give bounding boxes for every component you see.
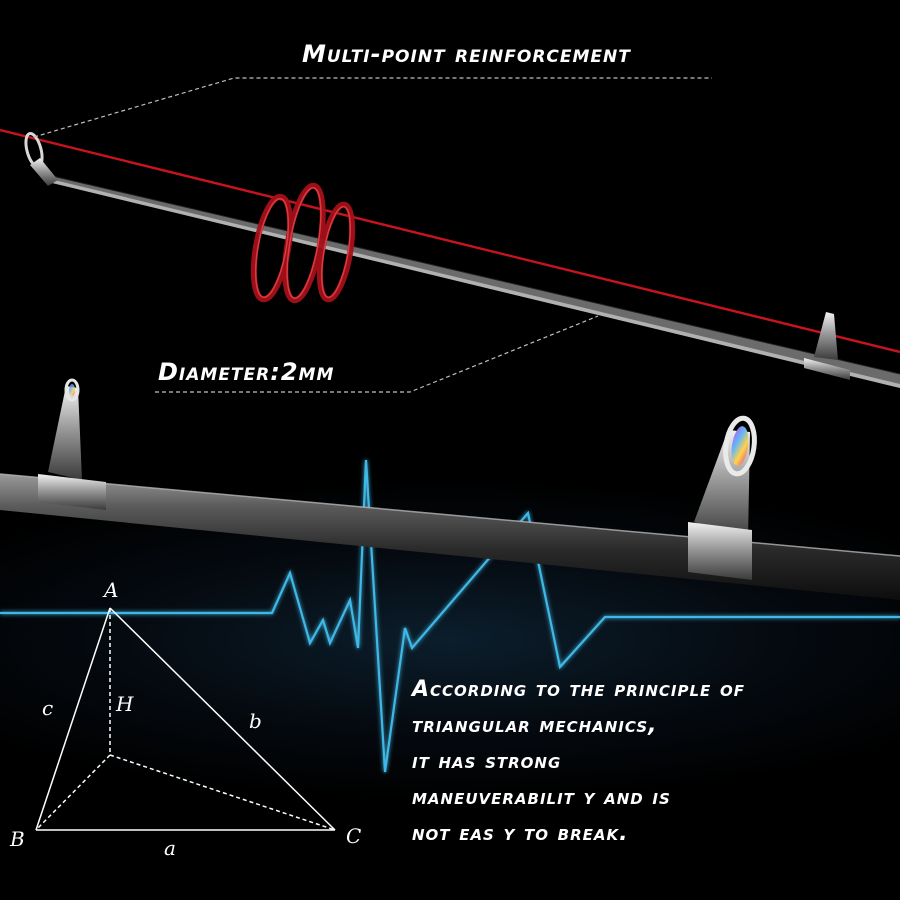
description-text: According to the principle of triangular… bbox=[412, 672, 745, 852]
leader-lines bbox=[33, 77, 712, 393]
reinforcement-heading: Multi-point reinforcement bbox=[302, 40, 631, 68]
description-line: maneuverabilit y and is bbox=[412, 785, 671, 810]
reinforcement-rings bbox=[250, 182, 356, 304]
vertex-label-a: A bbox=[104, 578, 119, 602]
vertex-label-c: C bbox=[346, 824, 362, 848]
description-line: triangular mechanics, bbox=[412, 713, 658, 738]
thick-rod bbox=[0, 473, 900, 600]
side-label-b: b bbox=[249, 709, 262, 733]
description-line: According to the principle of bbox=[412, 677, 745, 702]
left-guide-icon bbox=[38, 378, 106, 510]
triangle-diagram bbox=[35, 607, 336, 831]
diameter-heading: Diameter:2mm bbox=[158, 358, 335, 386]
small-guide-icon bbox=[804, 312, 850, 380]
vertex-label-b: B bbox=[10, 827, 25, 851]
tip-guide-icon bbox=[24, 131, 58, 186]
side-label-c: c bbox=[42, 696, 54, 720]
right-guide-icon bbox=[688, 415, 757, 580]
thin-rod bbox=[48, 175, 900, 388]
side-label-a: a bbox=[164, 836, 176, 860]
height-label: H bbox=[116, 692, 134, 716]
description-line: it has strong bbox=[412, 749, 562, 774]
fishing-line bbox=[0, 128, 900, 354]
description-line: not eas y to break. bbox=[412, 821, 629, 846]
pulse-line bbox=[0, 459, 900, 773]
